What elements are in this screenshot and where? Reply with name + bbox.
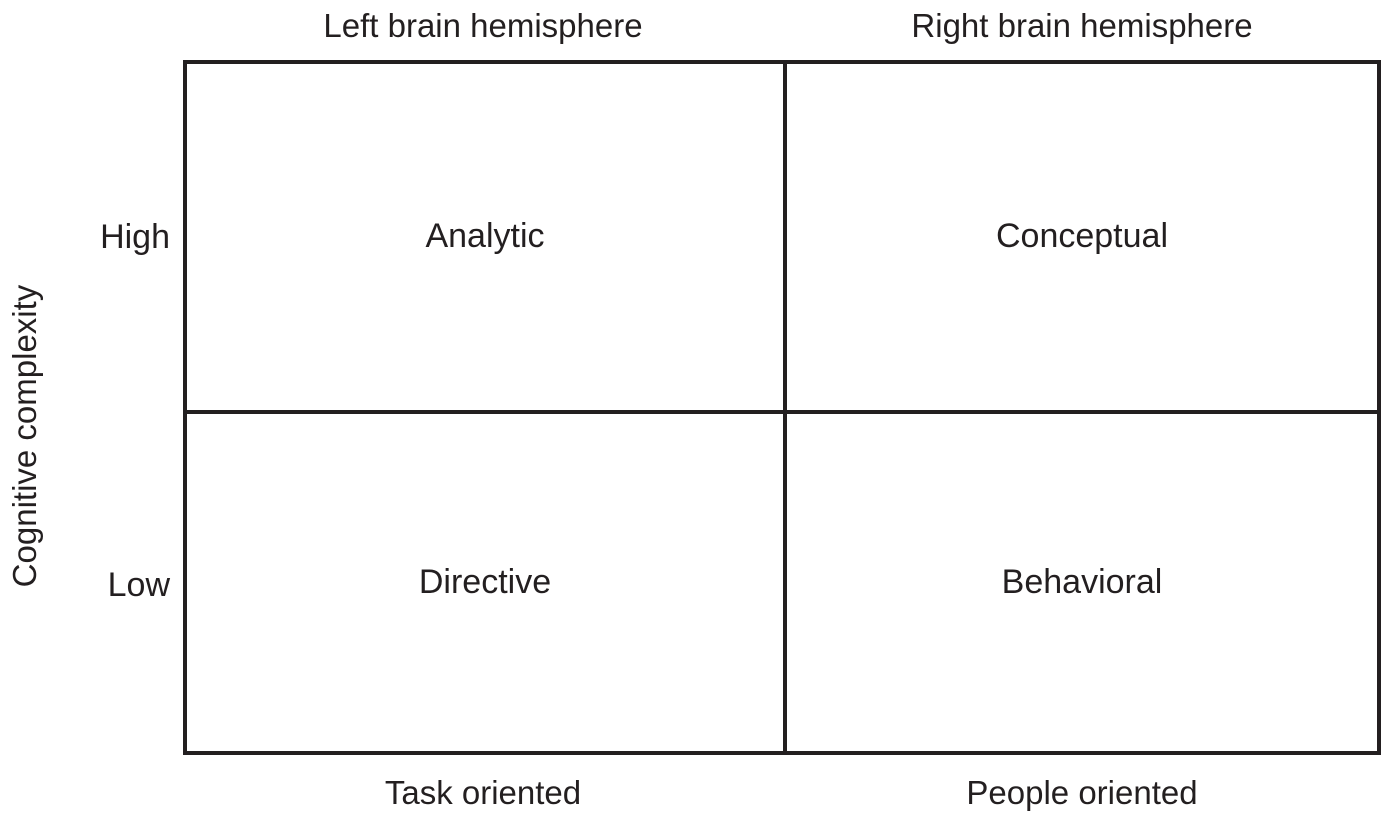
y-axis-title-text: Cognitive complexity — [6, 284, 43, 588]
row-label-low: Low — [107, 566, 170, 604]
quadrant-cell-conceptual: Conceptual — [787, 64, 1377, 414]
x-axis-label-task-oriented: Task oriented — [384, 774, 582, 811]
quadrant-cell-directive: Directive — [187, 414, 787, 751]
quadrant-label-directive: Directive — [418, 562, 552, 601]
row-label-high: High — [100, 218, 170, 256]
quadrant-cell-behavioral: Behavioral — [787, 414, 1377, 751]
quadrant-matrix: Analytic Conceptual Directive Behavioral — [183, 60, 1381, 755]
quadrant-label-conceptual: Conceptual — [995, 217, 1168, 255]
column-header-right-brain: Right brain hemisphere — [911, 7, 1253, 44]
x-axis-label-people-oriented: People oriented — [966, 774, 1198, 811]
y-axis-title: Cognitive complexity — [0, 0, 50, 824]
quadrant-label-behavioral: Behavioral — [1001, 562, 1163, 601]
column-header-left-brain: Left brain hemisphere — [323, 7, 643, 44]
quadrant-label-analytic: Analytic — [425, 217, 545, 255]
quadrant-cell-analytic: Analytic — [187, 64, 787, 414]
